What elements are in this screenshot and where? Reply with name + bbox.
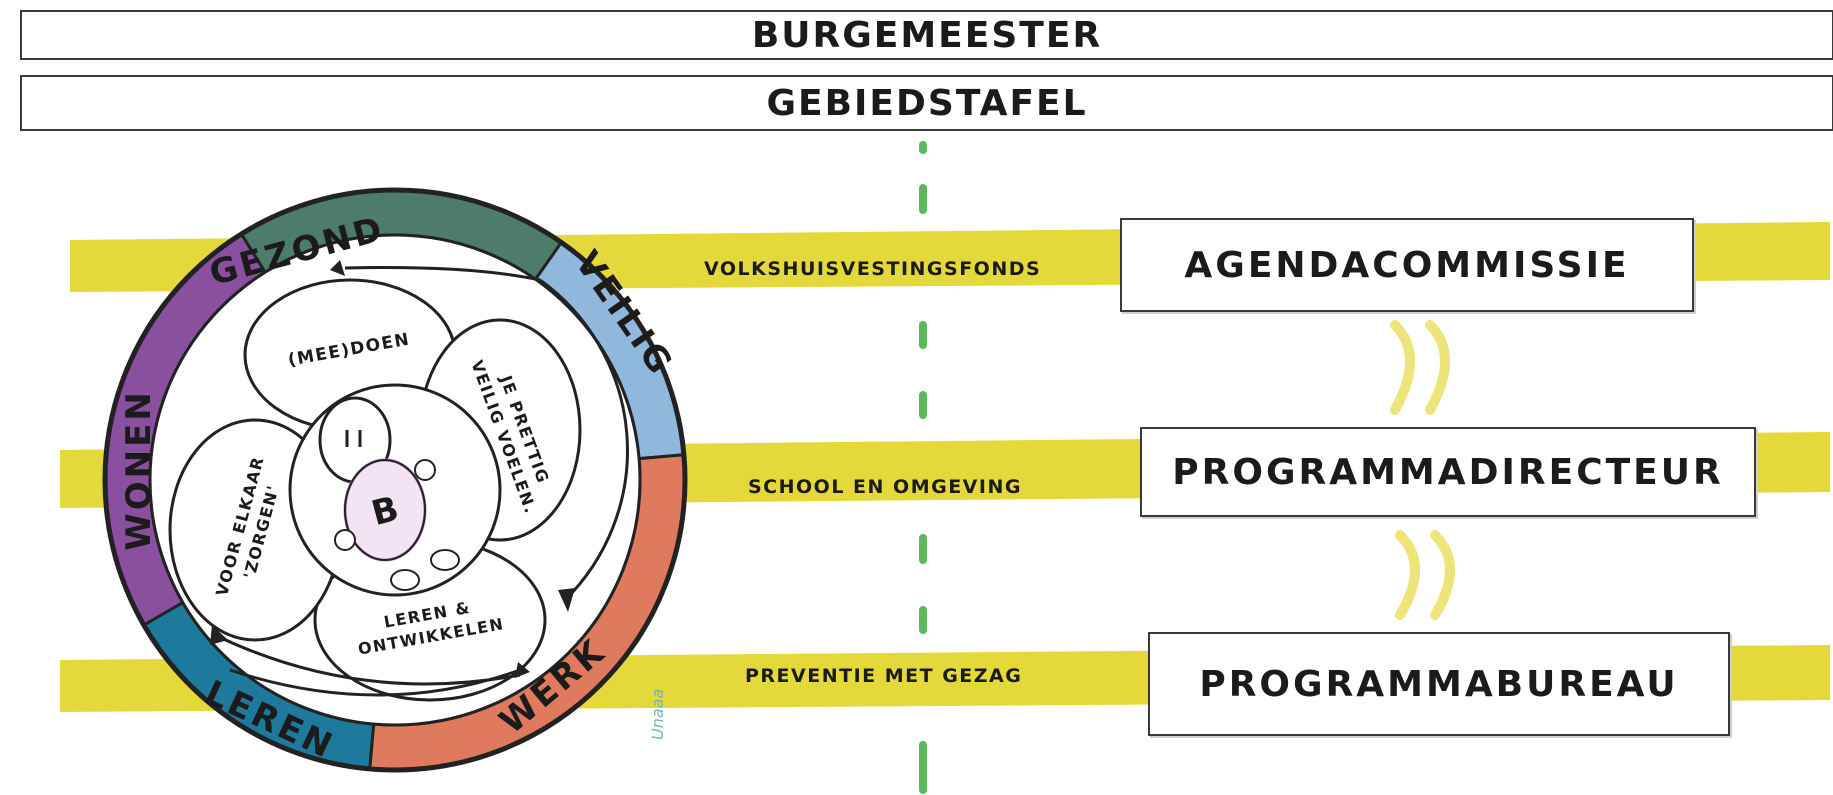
artist-signature: Unaaa <box>648 688 667 740</box>
burgemeester-label: BURGEMEESTER <box>751 14 1103 56</box>
arrowhead-icon <box>558 588 575 612</box>
mascot-icon: B <box>318 396 460 591</box>
arrowhead-icon <box>515 662 530 678</box>
circulation-arrow <box>539 278 629 602</box>
circulation-arrow <box>344 266 541 282</box>
arrowhead-icon <box>330 260 345 276</box>
circulation-arrow <box>229 668 521 697</box>
gebiedstafel-label: GEBIEDSTAFEL <box>766 82 1088 124</box>
agendacommissie-label: AGENDACOMMISSIE <box>1184 244 1630 286</box>
programmadirecteur-label: PROGRAMMADIRECTEUR <box>1172 451 1724 493</box>
gebiedstafel-box: GEBIEDSTAFEL <box>20 75 1833 131</box>
arrow-down-icon <box>1395 530 1455 620</box>
programmabureau-label: PROGRAMMABUREAU <box>1199 663 1679 705</box>
volkshuisvestingsfonds-label: VOLKSHUISVESTINGSFONDS <box>704 258 1042 280</box>
arrowhead-icon <box>210 625 228 645</box>
wheel-outline <box>102 187 688 773</box>
wonen-label: WONEN <box>119 389 159 551</box>
arrow-down-icon <box>1390 320 1450 415</box>
preventie-met-gezag-label: PREVENTIE MET GEZAG <box>745 665 1023 687</box>
burgemeester-box: BURGEMEESTER <box>20 10 1833 60</box>
agendacommissie-box: AGENDACOMMISSIE <box>1120 218 1694 312</box>
programmadirecteur-box: PROGRAMMADIRECTEUR <box>1140 427 1756 517</box>
school-en-omgeving-label: SCHOOL EN OMGEVING <box>748 476 1022 498</box>
programmabureau-box: PROGRAMMABUREAU <box>1148 632 1730 736</box>
